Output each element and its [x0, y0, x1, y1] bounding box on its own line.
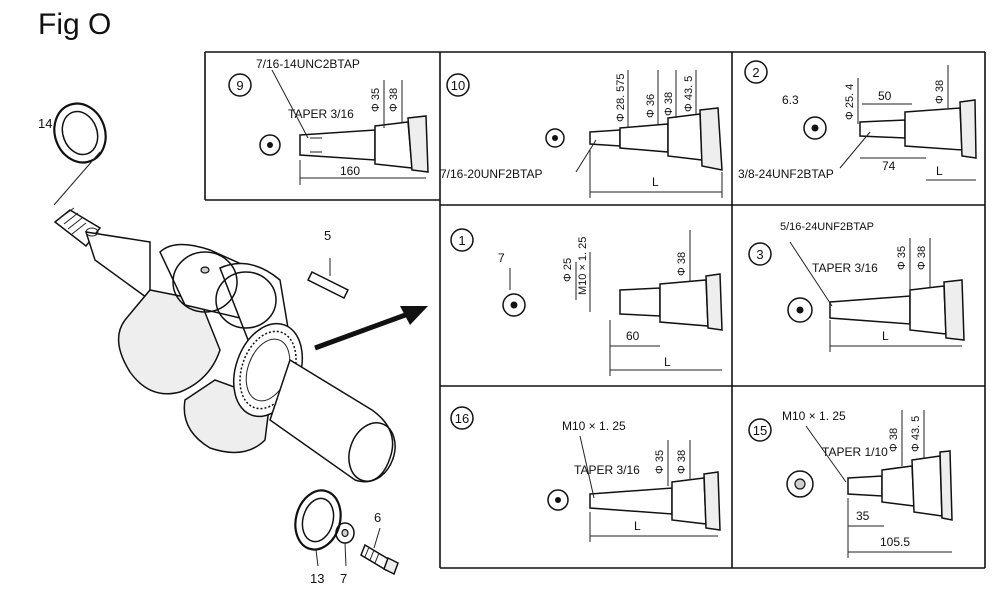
panel-3-number: 3: [756, 247, 763, 262]
panel-16-length: L: [634, 519, 641, 533]
panel-3-length: L: [882, 329, 889, 343]
panel-2-dim-a: 50: [878, 89, 892, 103]
panel-2-key: 6.3: [782, 93, 799, 107]
panel-10-number: 10: [451, 78, 465, 93]
panel-15-dim-b: 105.5: [880, 535, 910, 549]
panel-1-number: 1: [458, 233, 465, 248]
pointer-arrow: [314, 306, 428, 351]
panel-grid: [204, 51, 986, 569]
panel-9-number: 9: [236, 78, 243, 93]
panel-2-dia-2: Φ 38: [934, 80, 946, 104]
panel-2-dim-b: 74: [882, 159, 896, 173]
panel-1: 1 7 M10 × 1. 25 Φ 25 Φ 38 60 L: [450, 228, 723, 376]
panel-16-dia-2: Φ 38: [676, 450, 688, 474]
panel-16-taper: TAPER 3/16: [574, 463, 640, 477]
panel-3: 3 5/16-24UNF2BTAP TAPER 3/16 Φ 35 Φ 38 L: [748, 221, 965, 352]
crank-main-shaft: [84, 231, 151, 302]
figure-title: Fig O: [38, 8, 112, 41]
callout-13: 13: [310, 571, 324, 586]
callout-5: 5: [324, 228, 331, 243]
panel-10-length: L: [652, 175, 659, 189]
panel-9-tap: 7/16-14UNC2BTAP: [256, 57, 360, 71]
panel-15: 15 M10 × 1. 25 TAPER 1/10 Φ 38 Φ 43. 5 3…: [748, 409, 953, 558]
crankshaft-assembly: 14 5 13 7 6: [38, 102, 428, 586]
panel-15-thread: M10 × 1. 25: [782, 409, 846, 423]
panel-2: 2 6.3 Φ 25. 4 Φ 38 50 74 L 3/8-24UNF2BTA…: [738, 60, 977, 181]
panel-1-dim-a: 60: [626, 329, 640, 343]
panel-3-tap: 5/16-24UNF2BTAP: [780, 221, 874, 233]
panel-9-taper: TAPER 3/16: [288, 107, 354, 121]
panel-16-thread: M10 × 1. 25: [562, 419, 626, 433]
panel-2-length: L: [936, 164, 943, 178]
callout-7: 7: [340, 571, 347, 586]
panel-3-dia-2: Φ 38: [916, 246, 928, 270]
panel-9: 9 7/16-14UNC2BTAP TAPER 3/16 Φ 35 Φ 38 1…: [228, 57, 429, 185]
panel-10-dia-2: Φ 36: [645, 94, 657, 118]
panel-15-dim-a: 35: [856, 509, 870, 523]
panel-16: 16 M10 × 1. 25 TAPER 3/16 Φ 35 Φ 38 L: [450, 406, 721, 542]
panel-10-dia-4: Φ 43. 5: [683, 76, 695, 112]
panel-9-length: 160: [340, 164, 360, 178]
panel-3-taper: TAPER 3/16: [812, 261, 878, 275]
panel-15-dia-2: Φ 43. 5: [910, 416, 922, 452]
panel-1-length: L: [664, 355, 671, 369]
panel-2-number: 2: [752, 65, 759, 80]
panel-15-taper: TAPER 1/10: [822, 445, 888, 459]
panel-2-dia-1: Φ 25. 4: [844, 84, 856, 120]
panel-16-number: 16: [455, 411, 469, 426]
panel-1-thread: M10 × 1. 25: [577, 237, 589, 295]
panel-1-key: 7: [498, 251, 505, 265]
oil-seal-14: [53, 102, 107, 206]
key-5: [306, 258, 350, 300]
bolt-6: [360, 527, 399, 576]
callout-14: 14: [38, 116, 52, 131]
crank-output-shaft: [269, 358, 396, 483]
panel-9-dia-1: Φ 35: [370, 88, 382, 112]
panel-1-dia-2: Φ 38: [676, 252, 688, 276]
panel-15-number: 15: [753, 423, 767, 438]
callout-6: 6: [374, 510, 381, 525]
panel-10: 10 Φ 28. 575 Φ 36 Φ 38 Φ 43. 5 L 7/16-20…: [440, 70, 723, 198]
panel-10-dia-3: Φ 38: [663, 92, 675, 116]
panel-10-tap: 7/16-20UNF2BTAP: [440, 167, 543, 181]
panel-16-dia-1: Φ 35: [654, 450, 666, 474]
panel-10-dia-1: Φ 28. 575: [615, 73, 627, 122]
panel-15-dia-1: Φ 38: [888, 428, 900, 452]
panel-2-tap: 3/8-24UNF2BTAP: [738, 167, 834, 181]
panel-3-dia-1: Φ 35: [896, 246, 908, 270]
panel-1-dia-1: Φ 25: [562, 258, 574, 282]
washer-7: [335, 522, 355, 567]
panel-9-dia-2: Φ 38: [388, 88, 400, 112]
